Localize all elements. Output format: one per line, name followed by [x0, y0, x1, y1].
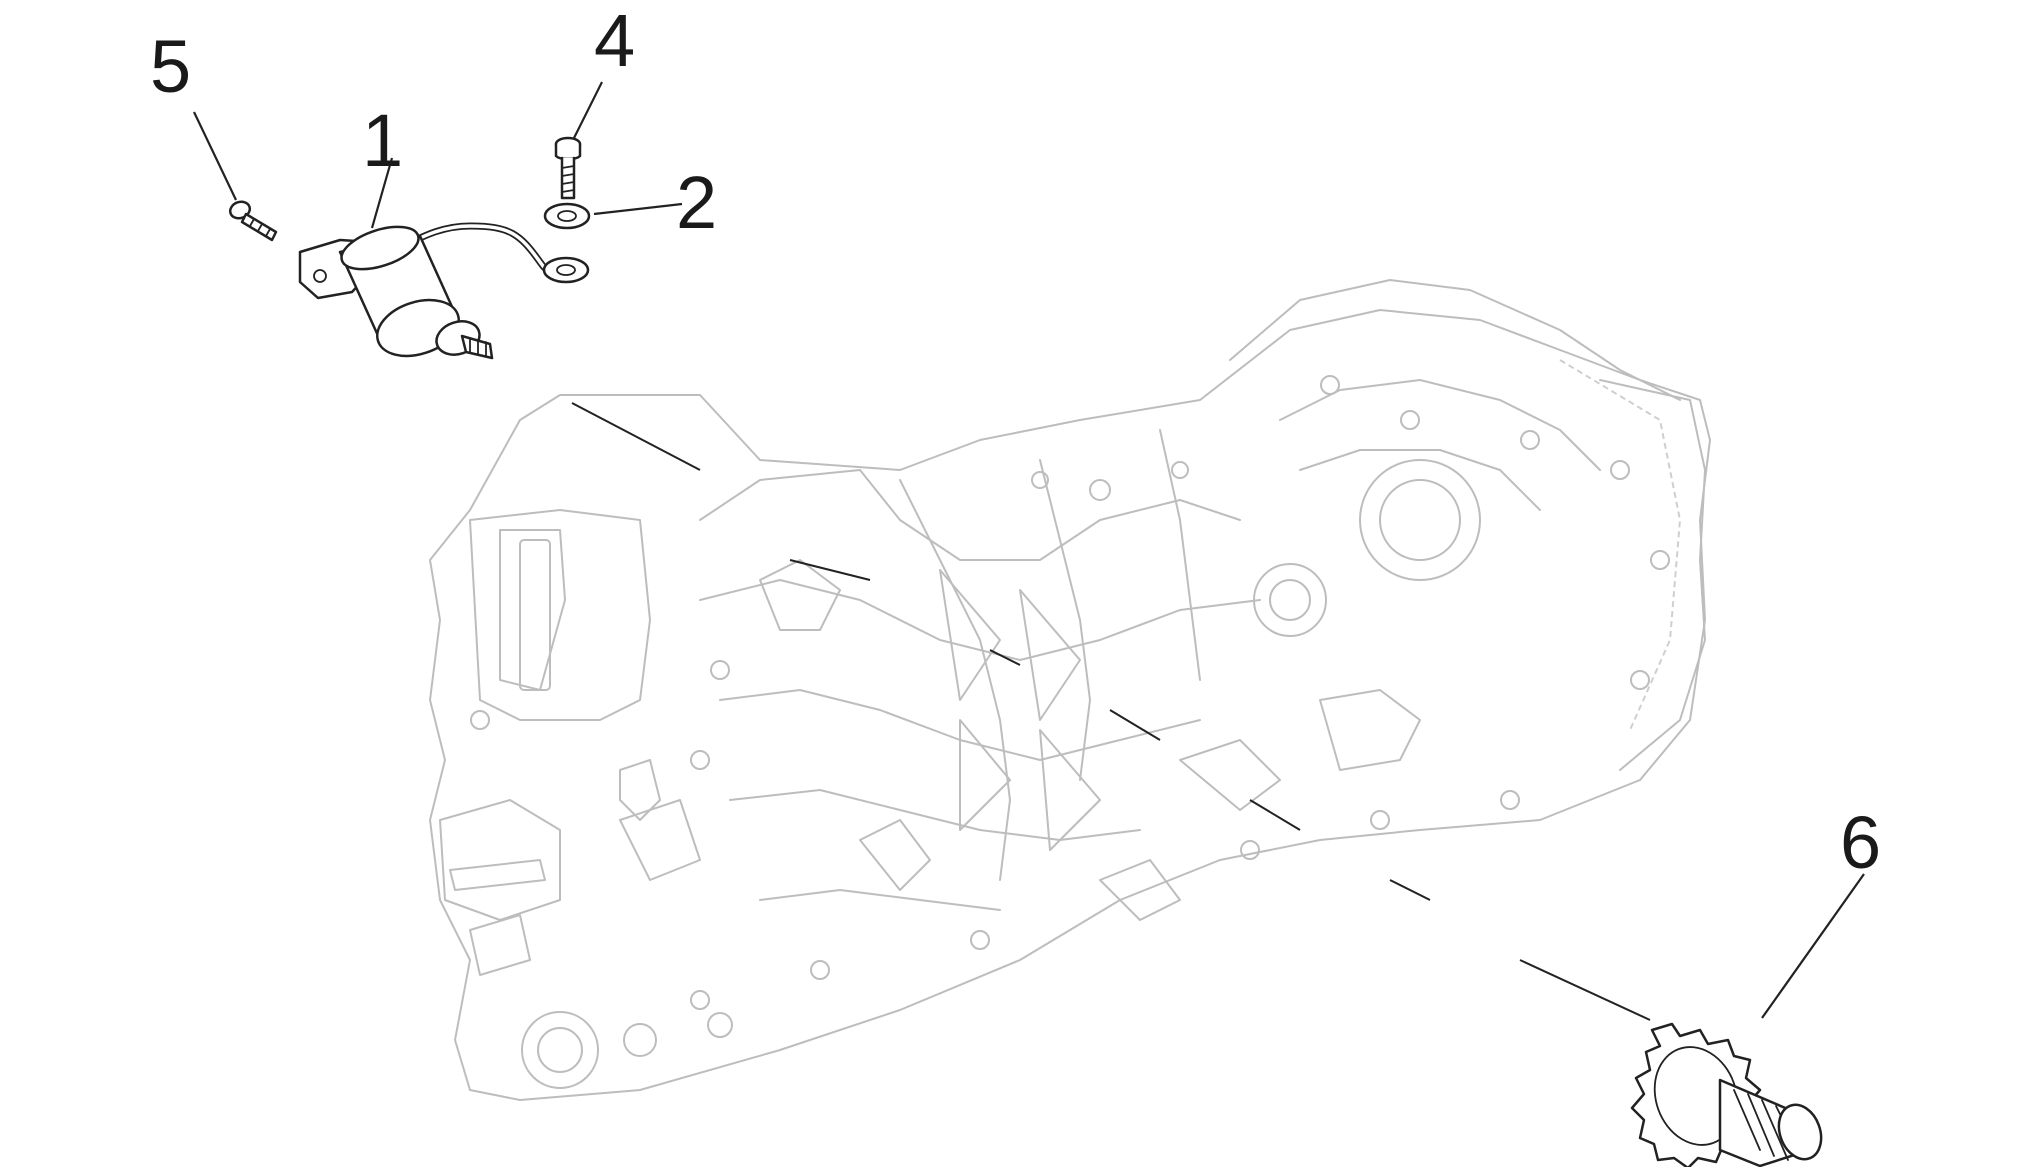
callout-6: 6	[1840, 801, 1881, 884]
leader-line-6	[1761, 873, 1865, 1019]
callout-2: 2	[676, 161, 717, 244]
callout-5: 5	[150, 25, 191, 108]
leader-line-4	[573, 81, 603, 139]
leader-line-5	[193, 111, 237, 201]
alignment-axis-lines	[571, 402, 1651, 1021]
screw-part	[228, 200, 278, 242]
leader-line-2	[593, 202, 683, 216]
engine-crankcase-outline	[429, 279, 1711, 1101]
bolt-part	[554, 136, 582, 200]
starter-motor-part	[298, 222, 570, 360]
leader-line-1	[370, 157, 394, 229]
starter-gear-part	[1630, 1022, 1823, 1167]
callout-labels: 1 2 4 5 6	[150, 0, 1881, 884]
callout-4: 4	[594, 0, 635, 82]
leader-lines	[193, 81, 1865, 1019]
washer-part	[542, 202, 591, 284]
callout-1: 1	[362, 99, 403, 182]
